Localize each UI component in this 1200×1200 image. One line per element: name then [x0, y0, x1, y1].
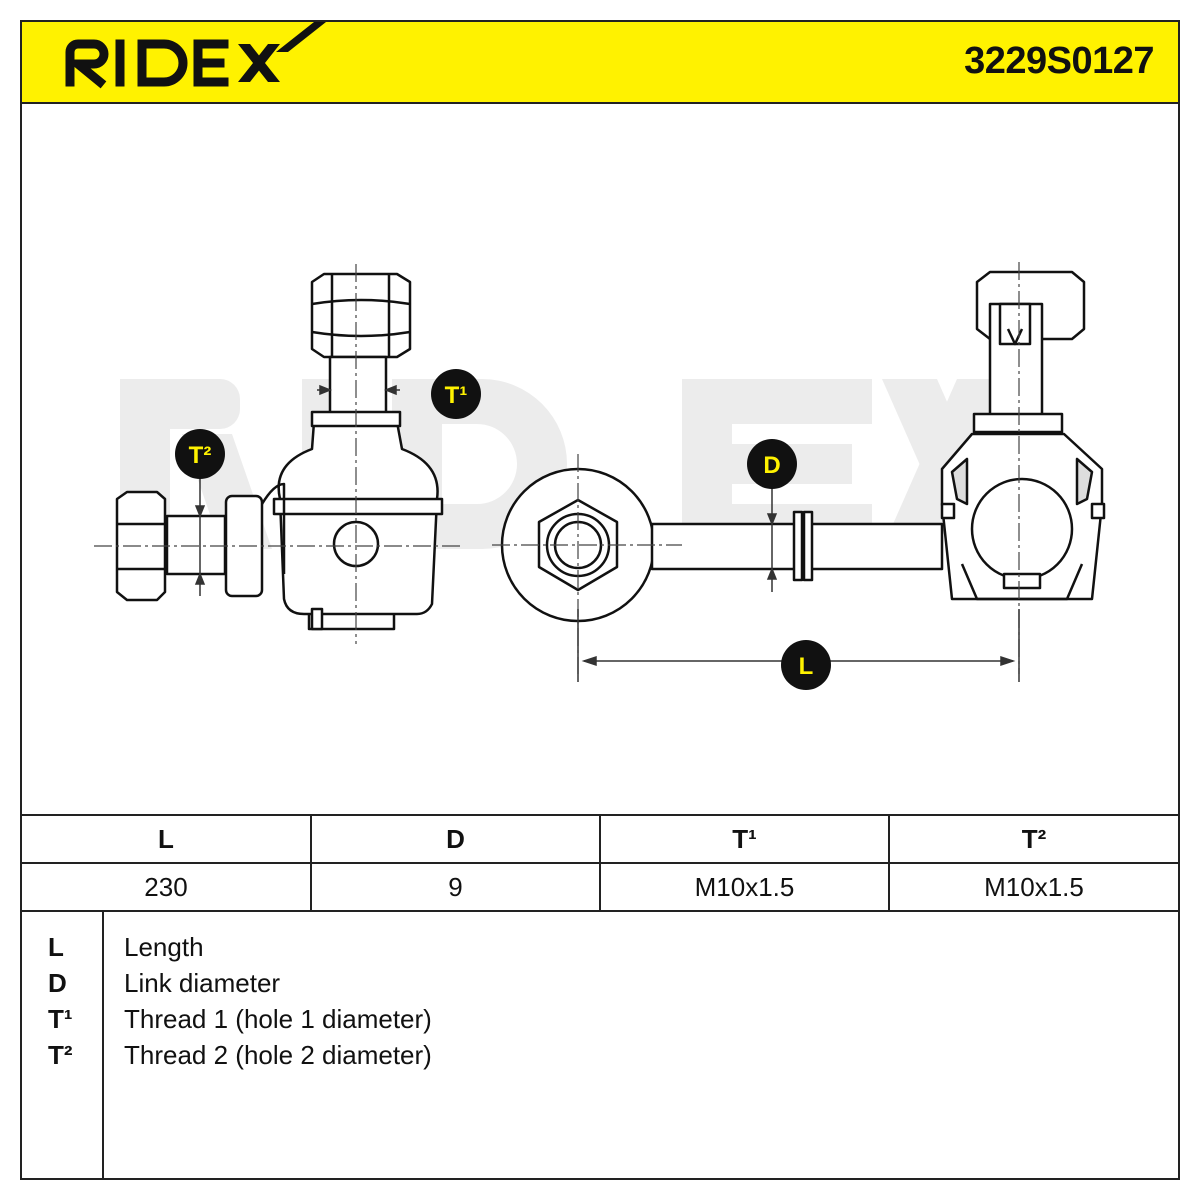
legend: L Length D Link diameter T¹ Thread 1 (ho… [22, 912, 1178, 1178]
spec-header-t2: T² [888, 814, 1178, 864]
part-number: 3229S0127 [964, 40, 1154, 82]
spec-header-row: L D T¹ T² [22, 814, 1178, 864]
spec-header-l: L [22, 814, 312, 864]
spec-table: L D T¹ T² 230 9 M10x1.5 M10x1.5 [22, 814, 1178, 912]
svg-text:D: D [763, 452, 780, 479]
ridex-logo [65, 22, 326, 89]
legend-desc: Length [124, 932, 204, 962]
svg-text:L: L [799, 653, 814, 680]
header-bar: 3229S0127 [22, 22, 1178, 104]
spec-header-d: D [310, 814, 601, 864]
legend-key: T¹ [48, 1004, 73, 1034]
legend-key: L [48, 932, 64, 962]
technical-drawing: T¹ T² D L [94, 262, 1106, 690]
spec-value-d: 9 [310, 862, 601, 912]
legend-key: D [48, 968, 67, 998]
legend-item: T¹ Thread 1 (hole 1 diameter) [22, 1004, 1178, 1040]
svg-text:T²: T² [189, 442, 212, 469]
legend-item: L Length [22, 932, 1178, 968]
badge-t1: T¹ [431, 369, 481, 419]
badge-t2: T² [175, 429, 225, 479]
upper-stud [328, 355, 388, 415]
legend-desc: Link diameter [124, 968, 281, 998]
legend-item: D Link diameter [22, 968, 1178, 1004]
spec-value-l: 230 [22, 862, 312, 912]
spec-value-t2: M10x1.5 [888, 862, 1178, 912]
link-rod [650, 510, 944, 582]
legend-desc: Thread 2 (hole 2 diameter) [124, 1040, 432, 1070]
top-nut-left [310, 272, 412, 359]
legend-divider [102, 912, 104, 1178]
product-sheet: 3229S0127 [20, 20, 1180, 1180]
spec-value-t1: M10x1.5 [599, 862, 890, 912]
spec-header-t1: T¹ [599, 814, 890, 864]
badge-l: L [781, 640, 831, 690]
spec-value-row: 230 9 M10x1.5 M10x1.5 [22, 862, 1178, 912]
svg-text:T¹: T¹ [445, 382, 468, 409]
ball-joint-housing-right [940, 270, 1106, 601]
badge-d: D [747, 439, 797, 489]
legend-key: T² [48, 1040, 73, 1070]
legend-item: T² Thread 2 (hole 2 diameter) [22, 1040, 1178, 1076]
legend-desc: Thread 1 (hole 1 diameter) [124, 1004, 432, 1034]
